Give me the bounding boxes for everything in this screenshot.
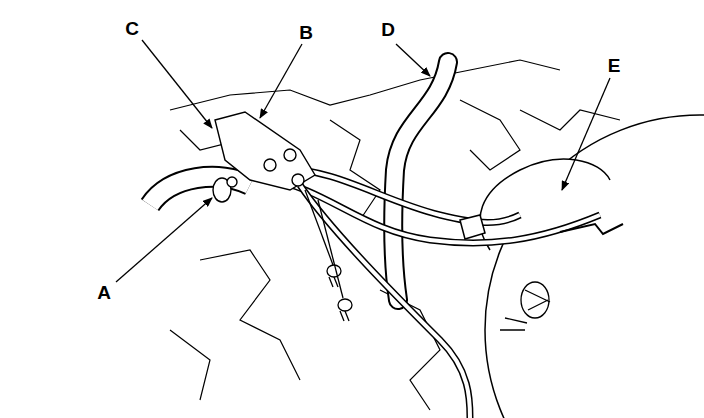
- callout-letter: E: [606, 55, 623, 76]
- hose-fill: [393, 62, 448, 300]
- callout-letter: C: [123, 18, 141, 39]
- leader-line: [260, 44, 302, 118]
- bolts: [305, 190, 352, 321]
- callout-letter: A: [95, 282, 113, 303]
- leader-line: [116, 198, 212, 282]
- cable-end: [560, 224, 623, 234]
- hose-fill: [150, 177, 250, 205]
- booster-shell: [485, 115, 704, 418]
- engine-edge: [520, 110, 620, 130]
- cable-bracket: [215, 112, 315, 190]
- cable-outline: [280, 168, 520, 223]
- hose-a: [150, 177, 250, 205]
- bolt-head: [327, 265, 341, 277]
- hose-outline: [150, 177, 250, 205]
- leader-line: [142, 40, 212, 128]
- bolt-head: [338, 299, 352, 311]
- bolt-guide: [318, 200, 343, 298]
- engine-edge: [170, 60, 560, 110]
- brake-booster: [480, 115, 704, 418]
- cable-outline: [300, 185, 470, 418]
- bracket-nut: [292, 174, 304, 186]
- bracket: [215, 112, 315, 190]
- leader-line: [562, 78, 610, 190]
- callout-letter: B: [297, 22, 315, 43]
- callout-letter: D: [379, 19, 397, 40]
- leader-lines: [116, 40, 610, 282]
- engine-edge: [200, 250, 300, 380]
- engine-edge: [170, 330, 210, 400]
- hose-outline: [393, 62, 448, 300]
- bolt-guide: [305, 190, 333, 265]
- cables: [265, 168, 623, 418]
- bracket-nut: [284, 149, 296, 161]
- cable-fitting: [460, 215, 485, 239]
- cable-fill: [300, 185, 470, 418]
- bolt-shank: [340, 311, 349, 321]
- booster-hole: [521, 282, 549, 318]
- hose-d: [393, 62, 448, 300]
- booster-stud: [525, 290, 550, 310]
- bolt-shank: [329, 277, 338, 287]
- bracket-bolt: [227, 177, 237, 187]
- leader-line: [396, 44, 430, 76]
- cable-fill: [280, 168, 520, 223]
- engine-edge: [460, 100, 520, 170]
- bracket-nut: [264, 159, 276, 171]
- booster-stud: [500, 318, 527, 330]
